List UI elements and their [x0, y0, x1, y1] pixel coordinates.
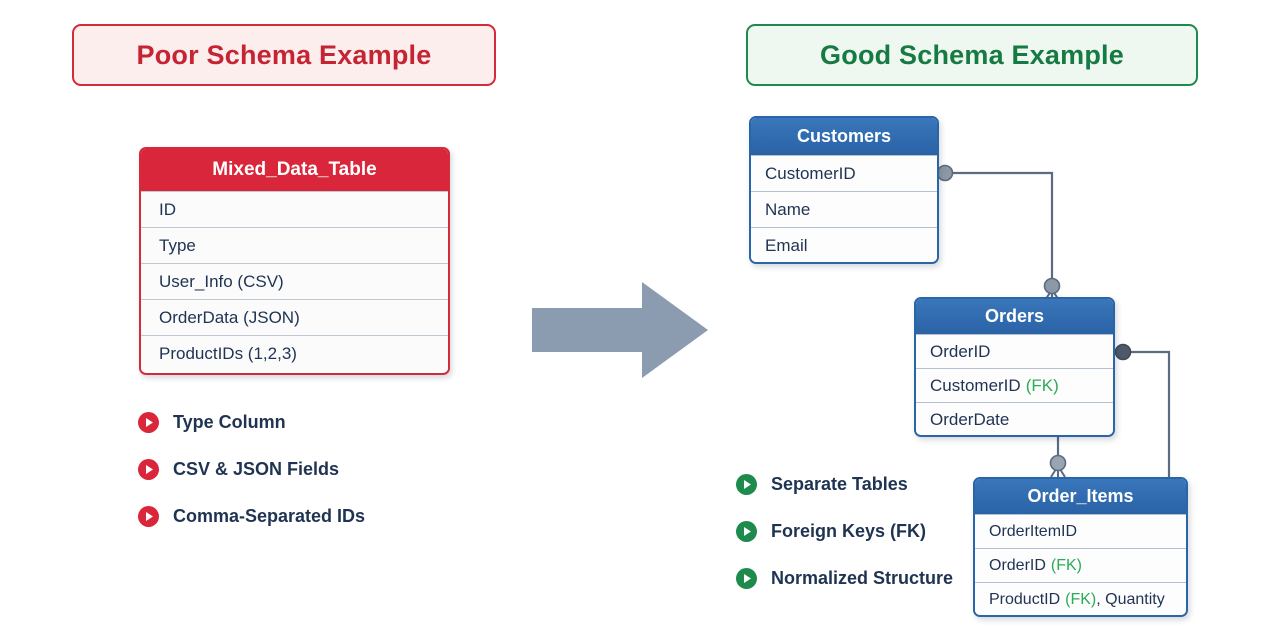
play-circle-icon — [138, 459, 159, 480]
good-benefits-list: Separate Tables Foreign Keys (FK) Normal… — [736, 474, 953, 589]
play-circle-icon — [736, 568, 757, 589]
list-item: Type Column — [138, 412, 365, 433]
column-name: OrderID — [989, 556, 1046, 574]
table-row: OrderData (JSON) — [141, 299, 448, 335]
list-item-label: Type Column — [173, 412, 286, 432]
list-item-label: Separate Tables — [771, 474, 908, 494]
column-name: ProductID — [989, 590, 1061, 608]
column-name: ProductIDs (1,2,3) — [159, 343, 297, 363]
column-name: OrderDate — [930, 409, 1010, 429]
column-name: OrderItemID — [989, 522, 1078, 540]
table-order-items: Order_Items OrderItemID OrderID (FK) Pro… — [973, 477, 1188, 617]
column-name: OrderID — [930, 341, 991, 361]
good-schema-header: Good Schema Example — [746, 24, 1198, 86]
table-row: Name — [751, 191, 937, 227]
list-item-label: Normalized Structure — [771, 568, 954, 588]
table-title: Orders — [984, 306, 1045, 326]
list-item-label: Foreign Keys (FK) — [771, 521, 927, 541]
table-row: ProductID (FK) , Quantity — [975, 582, 1186, 615]
column-name: ID — [159, 199, 176, 219]
poor-schema-header-label: Poor Schema Example — [136, 39, 432, 70]
table-header: Mixed_Data_Table — [141, 149, 448, 191]
table-customers: Customers CustomerID Name Email — [749, 116, 939, 264]
table-row: CustomerID — [751, 155, 937, 191]
column-name-suffix: , Quantity — [1096, 590, 1165, 608]
column-name: CustomerID — [930, 375, 1021, 395]
table-header: Customers — [751, 118, 937, 155]
table-header: Orders — [916, 299, 1113, 334]
play-circle-icon — [736, 521, 757, 542]
table-header: Order_Items — [975, 479, 1186, 514]
column-name: Type — [159, 235, 196, 255]
play-circle-icon — [138, 506, 159, 527]
fk-badge: (FK) — [1050, 556, 1083, 574]
list-item: CSV & JSON Fields — [138, 459, 365, 480]
list-item: Separate Tables — [736, 474, 953, 495]
column-name: OrderData (JSON) — [159, 307, 300, 327]
table-row: ProductIDs (1,2,3) — [141, 335, 448, 371]
list-item: Normalized Structure — [736, 568, 953, 589]
table-row: OrderID — [916, 334, 1113, 368]
poor-schema-header: Poor Schema Example — [72, 24, 496, 86]
fk-badge: (FK) — [1025, 375, 1059, 395]
table-title: Customers — [796, 126, 892, 146]
list-item-label: CSV & JSON Fields — [173, 459, 340, 479]
table-row: ID — [141, 191, 448, 227]
table-mixed-data-table: Mixed_Data_Table ID Type User_Info (CSV)… — [139, 147, 450, 375]
fk-badge: (FK) — [1065, 590, 1097, 608]
table-row: OrderDate — [916, 402, 1113, 435]
table-title: Mixed_Data_Table — [212, 159, 377, 180]
column-name: CustomerID — [765, 163, 856, 183]
table-row: Email — [751, 227, 937, 262]
table-row: OrderItemID — [975, 514, 1186, 548]
table-row: CustomerID (FK) — [916, 368, 1113, 402]
column-name: User_Info (CSV) — [159, 271, 284, 291]
table-row: OrderID (FK) — [975, 548, 1186, 582]
column-name: Email — [765, 235, 808, 255]
table-orders: Orders OrderID CustomerID (FK) OrderDate — [914, 297, 1115, 437]
list-item: Foreign Keys (FK) — [736, 521, 953, 542]
column-name: Name — [765, 199, 811, 219]
good-schema-header-label: Good Schema Example — [820, 39, 1124, 70]
table-row: Type — [141, 227, 448, 263]
right-block-arrow-icon — [532, 282, 708, 378]
table-row: User_Info (CSV) — [141, 263, 448, 299]
play-circle-icon — [736, 474, 757, 495]
list-item-label: Comma-Separated IDs — [173, 506, 366, 526]
list-item: Comma-Separated IDs — [138, 506, 365, 527]
table-title: Order_Items — [1027, 486, 1134, 506]
poor-issues-list: Type Column CSV & JSON Fields Comma-Sepa… — [138, 412, 365, 527]
play-circle-icon — [138, 412, 159, 433]
